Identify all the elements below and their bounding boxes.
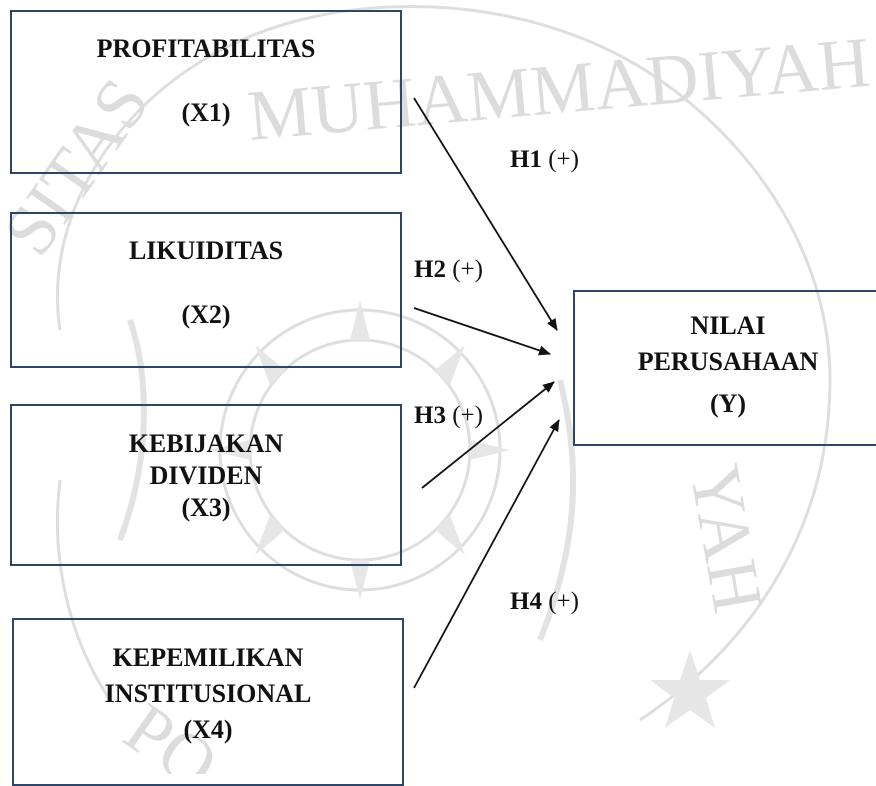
hypothesis-label-h1: H1 (+)	[510, 146, 579, 174]
h4-code: H4	[510, 588, 542, 615]
hypothesis-label-h4: H4 (+)	[510, 588, 579, 616]
box-y-name-line1: NILAI	[690, 311, 766, 340]
box-x1-name: PROFITABILITAS	[96, 34, 316, 63]
box-nilai-perusahaan-y: NILAI PERUSAHAAN (Y)	[573, 290, 876, 446]
h1-code: H1	[510, 146, 542, 173]
arrow-h3	[421, 381, 555, 489]
box-x4-code: (X4)	[183, 715, 233, 744]
box-kepemilikan-institusional-x4: KEPEMILIKAN INSTITUSIONAL (X4)	[12, 618, 404, 786]
arrow-h2	[413, 307, 551, 356]
hypothesis-label-h3: H3 (+)	[414, 402, 483, 430]
box-y-name-line2: PERUSAHAAN	[637, 347, 819, 376]
box-x3-name-line2: DIVIDEN	[149, 461, 263, 490]
h3-code: H3	[414, 402, 446, 429]
box-x2-code: (X2)	[181, 300, 231, 329]
box-x2-name: LIKUIDITAS	[128, 236, 284, 265]
h2-sign: (+)	[452, 256, 483, 283]
h2-code: H2	[414, 256, 446, 283]
box-likuiditas-x2: LIKUIDITAS (X2)	[10, 212, 402, 368]
box-x4-name-line1: KEPEMILIKAN	[112, 643, 304, 672]
arrow-h4	[413, 419, 560, 689]
box-kebijakan-dividen-x3: KEBIJAKAN DIVIDEN (X3)	[10, 404, 402, 566]
h3-sign: (+)	[452, 402, 483, 429]
arrow-h1	[413, 97, 558, 331]
box-x4-name-line2: INSTITUSIONAL	[104, 679, 312, 708]
hypothesis-label-h2: H2 (+)	[414, 256, 483, 284]
box-x3-code: (X3)	[181, 493, 231, 522]
box-profitabilitas-x1: PROFITABILITAS (X1)	[10, 10, 402, 174]
h1-sign: (+)	[548, 146, 579, 173]
box-x3-name-line1: KEBIJAKAN	[128, 429, 284, 458]
box-x1-code: (X1)	[181, 98, 231, 127]
h4-sign: (+)	[548, 588, 579, 615]
box-y-code: (Y)	[709, 389, 747, 418]
